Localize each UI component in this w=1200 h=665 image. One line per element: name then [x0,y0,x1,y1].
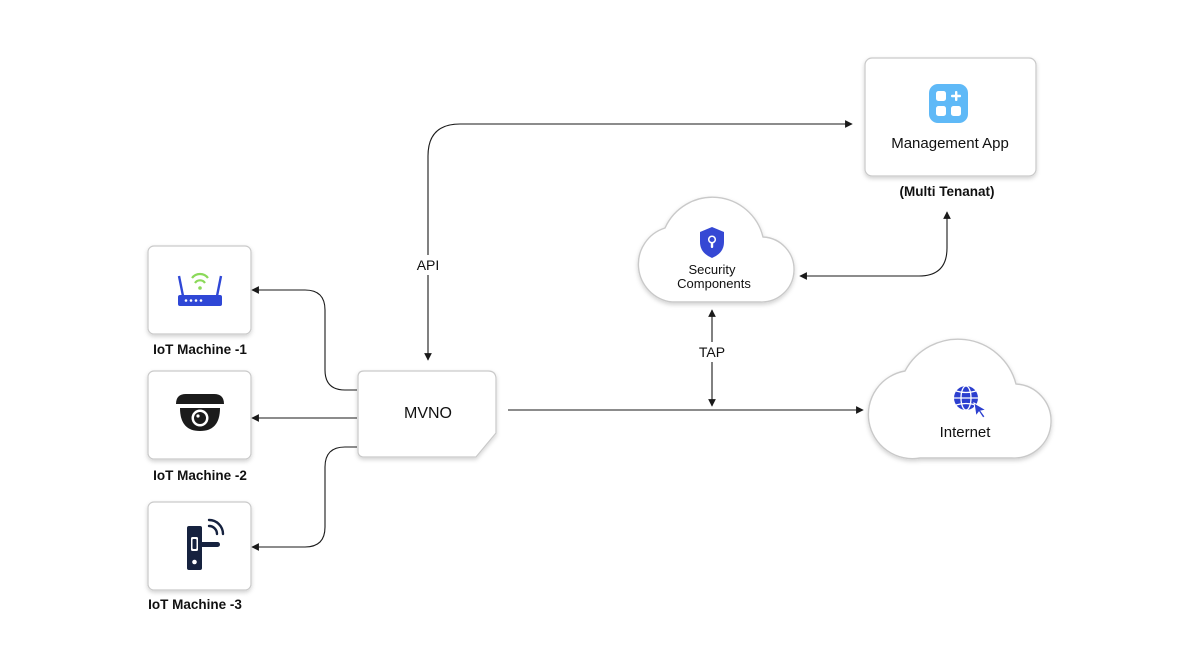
security-components-node[interactable]: Security Components [637,196,795,303]
edge-api [424,120,853,361]
management-app-node[interactable]: Management App (Multi Tenanat) [864,57,1037,199]
edge-management-security [799,211,951,280]
mvno-node[interactable]: MVNO [357,370,497,458]
iot-machine-2[interactable]: IoT Machine -2 [147,370,252,483]
iot-machine-1[interactable]: IoT Machine -1 [147,245,252,357]
tap-label: TAP [699,344,725,360]
globe-cursor-icon [954,385,988,419]
app-grid-icon [929,84,968,123]
iot-machine-3-label: IoT Machine -3 [148,597,242,612]
connectors [251,120,951,551]
iot-machine-1-label: IoT Machine -1 [153,342,247,357]
iot-machine-3[interactable]: IoT Machine -3 [147,501,252,612]
management-app-label: Management App [891,135,1009,152]
mvno-label: MVNO [404,405,452,422]
edge-label-api: API [413,255,443,275]
security-label-line2: Components [677,276,751,291]
iot-machine-1-box [147,245,252,335]
smart-door-lock-icon [187,518,225,570]
internet-label: Internet [940,424,992,441]
mvno-sim-card [357,370,497,458]
shield-lock-icon [700,227,724,258]
edge-mvno-iot1 [251,286,357,391]
wifi-router-icon [177,272,223,306]
edge-label-tap: TAP [696,342,728,362]
edge-mvno-iot3 [251,446,357,551]
security-label-line1: Security [689,262,736,277]
security-camera-icon [176,394,224,431]
internet-node[interactable]: Internet [867,338,1052,460]
management-app-caption: (Multi Tenanat) [900,184,995,199]
iot-machine-2-label: IoT Machine -2 [153,468,247,483]
api-label: API [417,257,440,273]
